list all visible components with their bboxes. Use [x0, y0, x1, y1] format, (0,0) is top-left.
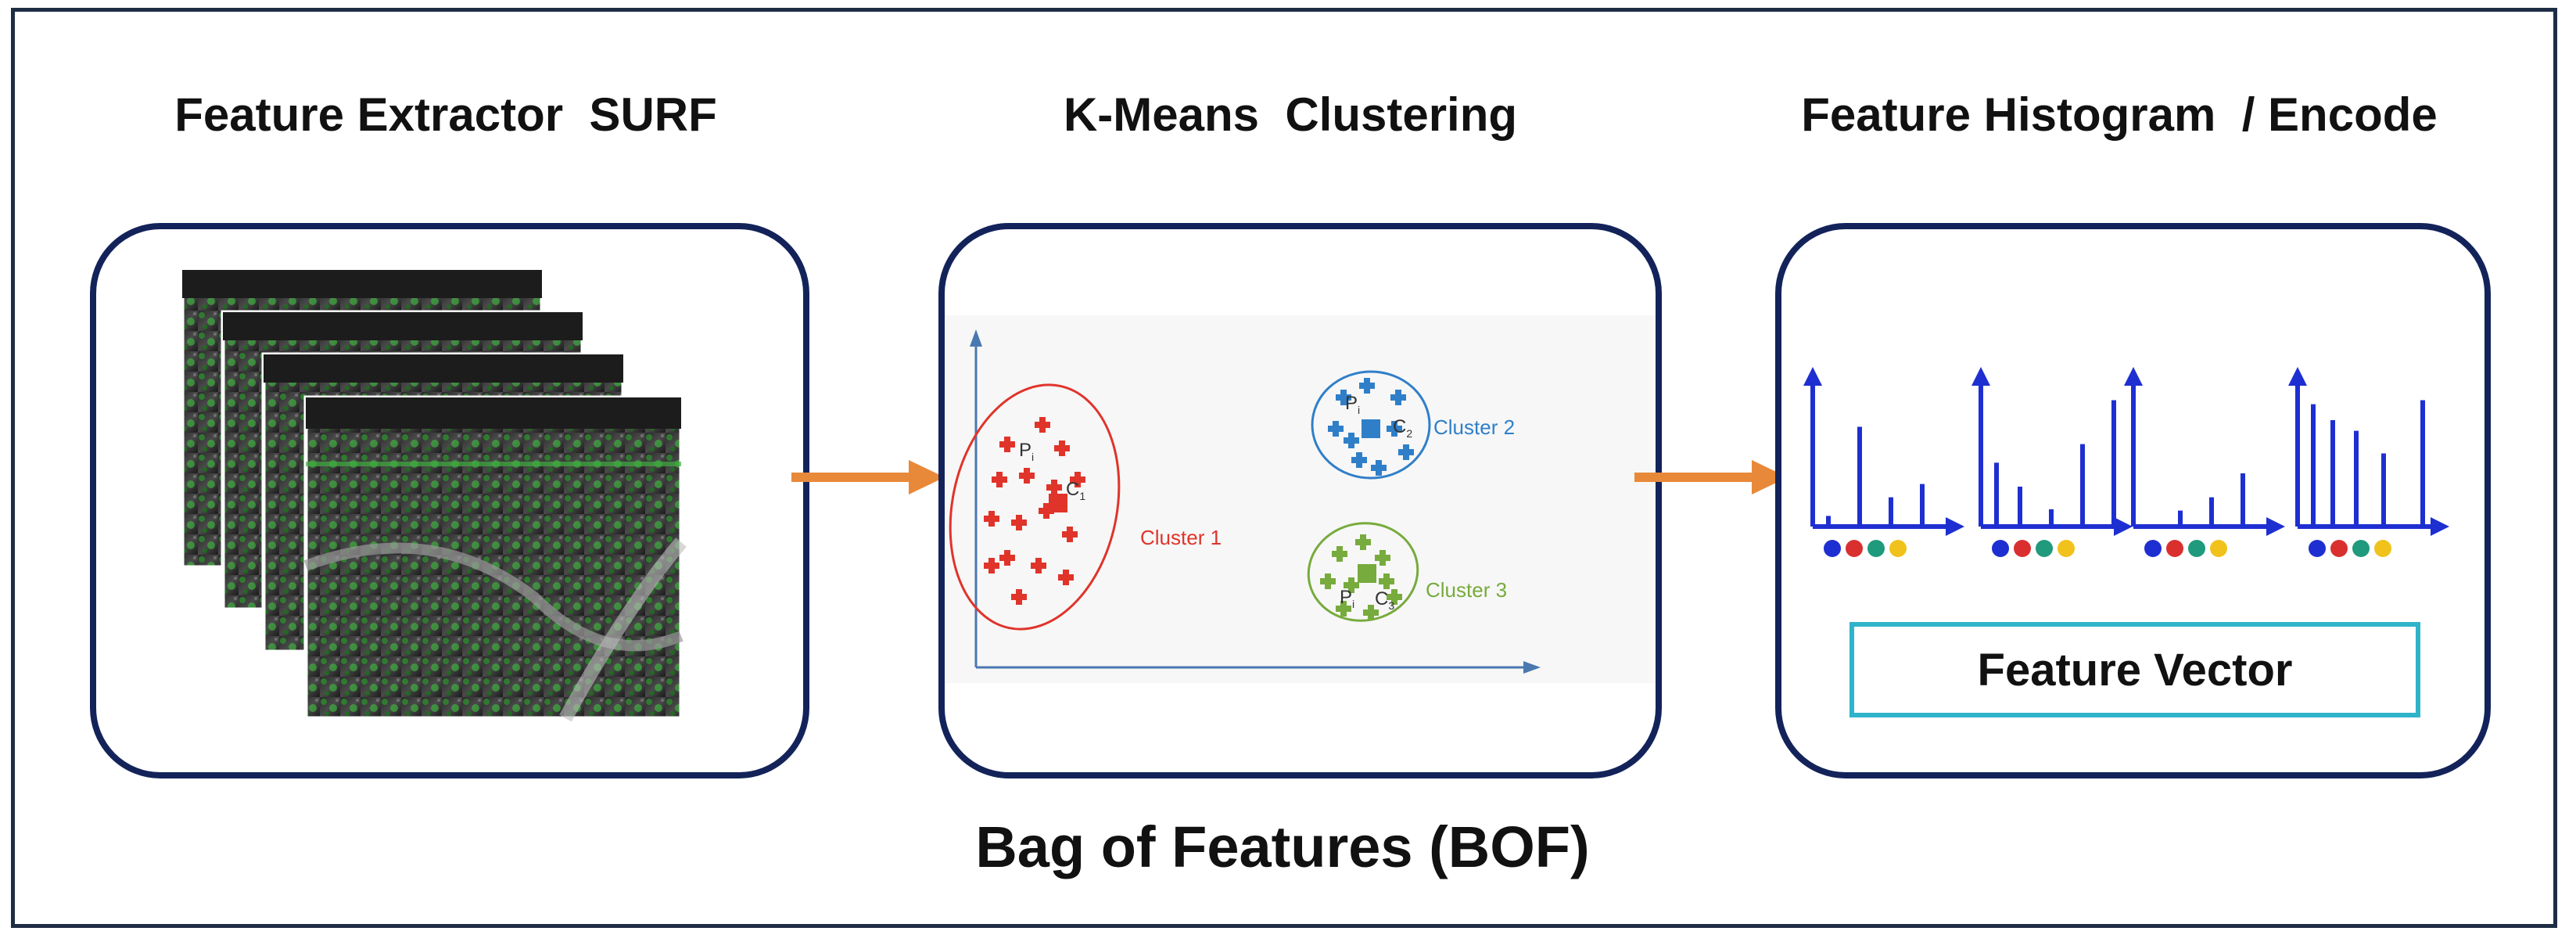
histogram-color-dot [2036, 540, 2053, 557]
cluster-2-point [1371, 460, 1387, 476]
histogram-color-dot [2188, 540, 2205, 557]
histogram-color-dot [1867, 540, 1885, 557]
flow-arrow-2 [1634, 460, 1788, 494]
cluster-1-point [1031, 558, 1046, 573]
cluster-1-point [1019, 468, 1035, 484]
cluster-1-point [984, 511, 999, 527]
cluster-3-point [1363, 605, 1379, 620]
cluster-2-label: Cluster 2 [1433, 415, 1515, 439]
cluster-3-point [1387, 589, 1402, 605]
histogram-3 [2124, 367, 2285, 557]
cluster-1-point [1046, 480, 1062, 495]
cluster-1-point [1070, 472, 1085, 487]
cluster-1-point [984, 558, 999, 573]
cluster-2-centroid [1362, 419, 1380, 438]
cluster-3-point-label: Pi [1340, 587, 1354, 610]
histogram-color-dot [2309, 540, 2326, 557]
diagram-frame [11, 8, 2557, 928]
cluster-3-point [1336, 601, 1351, 617]
panel-feature-extractor [90, 223, 809, 778]
flow-arrow-1 [791, 460, 945, 494]
cluster-1-point [1054, 440, 1070, 456]
cluster-2-point [1351, 452, 1367, 468]
histogram-color-dot [1824, 540, 1841, 557]
cluster-1-point [1039, 503, 1054, 519]
cluster-3-point [1320, 573, 1336, 589]
stage-title-kmeans: K-Means Clustering [1063, 88, 1518, 141]
cluster-1-point [1062, 527, 1078, 542]
cluster-2-point [1328, 421, 1344, 437]
histogram-4 [2288, 367, 2449, 557]
cluster-1-point [992, 472, 1007, 487]
cluster-2-point [1390, 390, 1406, 405]
cluster-1-point [1011, 589, 1027, 605]
cluster-2-point [1387, 421, 1402, 437]
ultrasound-frame-4 [303, 395, 687, 722]
cluster-2-point [1398, 444, 1414, 460]
cluster-2-boundary [1311, 370, 1431, 480]
bag-of-features-label: Bag of Features (BOF) [975, 814, 1590, 879]
cluster-1-point [999, 437, 1015, 452]
feature-vector-box: Feature Vector [1849, 622, 2420, 717]
stage-title-histogram: Feature Histogram / Encode [1801, 88, 2438, 141]
histogram-color-dot [1889, 540, 1907, 557]
histogram-color-dot [2014, 540, 2031, 557]
stage-title-feature-extractor: Feature Extractor SURF [174, 88, 717, 141]
histogram-color-dot [2166, 540, 2183, 557]
cluster-2-point [1344, 433, 1359, 448]
histogram-color-dot [2352, 540, 2370, 557]
panel-histogram [1775, 223, 2491, 778]
histogram-color-dot [2210, 540, 2227, 557]
cluster-1-point-label: Pi [1019, 440, 1034, 463]
histogram-1 [1803, 367, 1964, 557]
histogram-color-dot [1992, 540, 2009, 557]
cluster-1-point [999, 550, 1015, 566]
histogram-2 [1971, 367, 2133, 557]
histogram-color-dot [2144, 540, 2162, 557]
histogram-color-dot [1846, 540, 1863, 557]
cluster-1-centroid [1049, 494, 1067, 512]
cluster-1-point [1035, 417, 1050, 433]
cluster-2-point [1359, 378, 1375, 394]
cluster-3-point [1379, 573, 1394, 589]
histogram-group [1803, 367, 2449, 557]
cluster-3-point [1375, 550, 1390, 566]
cluster-2-point-label: Pi [1345, 393, 1360, 416]
cluster-3-label: Cluster 3 [1426, 578, 1507, 602]
cluster-3-point [1344, 577, 1359, 593]
cluster-3-centroid [1358, 564, 1376, 583]
cluster-1-boundary [949, 383, 1121, 631]
ultrasound-image-stack [180, 268, 687, 722]
histogram-color-dot [2058, 540, 2075, 557]
cluster-1-point [1058, 570, 1074, 585]
cluster-1-label: Cluster 1 [1140, 526, 1222, 549]
cluster-1-point [1011, 515, 1027, 530]
cluster-3-point [1332, 546, 1347, 562]
histogram-color-dot [2330, 540, 2348, 557]
feature-vector-label: Feature Vector [1977, 644, 2293, 696]
histogram-color-dot [2374, 540, 2391, 557]
cluster-2-point [1336, 390, 1351, 405]
cluster-3-point [1355, 534, 1371, 550]
